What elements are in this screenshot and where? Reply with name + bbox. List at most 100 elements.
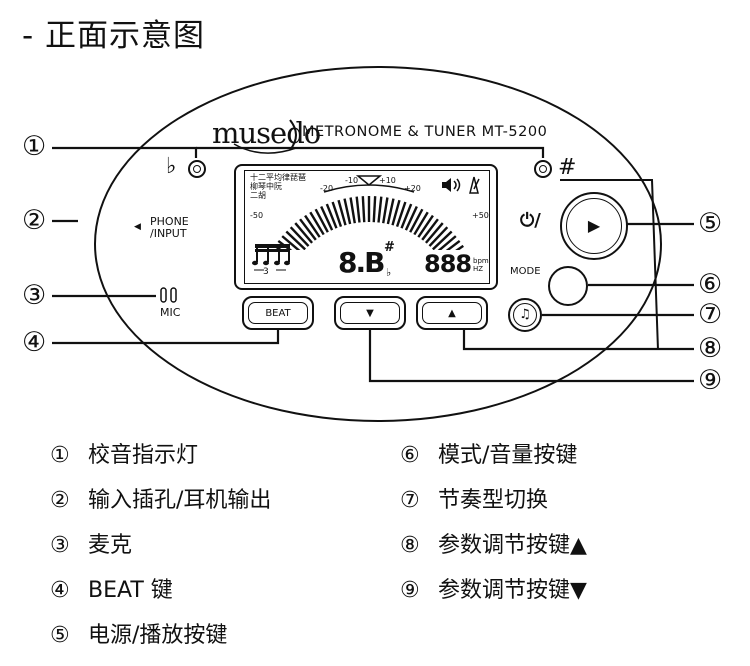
scale-tick [417,214,434,238]
scale-tick [382,197,389,224]
callout-4: ④ [22,327,47,358]
phone-input-arrow-icon: ◀ [134,222,141,232]
callout-2: ② [22,205,47,236]
tuning-scale [274,175,464,250]
scale-tick [355,196,361,223]
flat-symbol: ♭ [166,154,177,179]
callout-lines [52,146,694,383]
scale-tick [320,206,334,231]
mic-holes-icon [160,287,177,303]
note-icon: ♫ [513,303,537,327]
scale-tick [386,198,395,225]
scale-label-plus20: +20 [404,184,421,193]
scale-tick [299,218,317,241]
scale-tick [437,235,457,250]
scale-label-minus10: -10 [345,176,359,185]
beat-button-label: BEAT [248,302,308,324]
brand-swoosh [233,143,297,154]
mode-button[interactable] [548,266,588,306]
mode-label: MODE [510,266,541,277]
up-button[interactable]: ▲ [416,296,488,330]
lcd-rhythm-notes-icon [252,244,290,271]
scale-tick [325,203,338,229]
power-label: ⏻/ [520,210,541,231]
scale-tick [395,201,407,227]
callout-6: ⑥ [698,269,723,300]
model-name: METRONOME & TUNER MT-5200 [302,124,548,140]
scale-tick [425,222,444,244]
lcd-triplet-label: 3 [263,267,269,277]
up-triangle-icon: ▲ [422,302,482,324]
scale-label-minus20: -20 [320,184,334,193]
page-title: - 正面示意图 [22,18,206,54]
scale-tick [377,196,383,223]
sharp-symbol: # [558,155,577,180]
brand-logo: musedo [212,116,321,150]
lcd-instrument-text: 十二平均律琵琶 柳琴中阮 二胡 [250,173,306,201]
scale-tick [391,199,401,226]
play-button[interactable]: ▶ [560,192,628,260]
callout-9: ⑨ [698,365,723,396]
scale-tick [309,211,325,236]
lcd-frame [234,164,498,290]
callout-5: ⑤ [698,208,723,239]
scale-tick [372,196,377,223]
scale-tick [409,208,424,233]
down-triangle-icon: ▼ [340,302,400,324]
down-button[interactable]: ▼ [334,296,406,330]
device-right-tab [560,179,659,351]
scale-tick [445,239,461,250]
lcd-note-display: 8.B [338,246,385,279]
scale-tick [432,230,453,250]
scale-label-plus10: +10 [379,176,396,185]
callout-3: ③ [22,280,47,311]
scale-tick [455,244,464,250]
phone-input-label: PHONE /INPUT [150,215,189,241]
callout-8: ⑧ [698,333,723,364]
beat-button[interactable]: BEAT [242,296,314,330]
scale-tick [413,211,429,236]
lcd-sharp-sign: # [384,240,395,255]
scale-tick [337,199,347,226]
scale-label-plus50: +50 [472,211,489,220]
scale-tick [404,206,418,231]
lcd-bpm-display: 888 [424,250,472,278]
scale-tick [331,201,343,227]
scale-tick [314,208,329,233]
scale-tick [349,197,356,224]
scale-tick [361,196,366,223]
sharp-led-indicator [534,160,552,178]
scale-tick [285,230,306,250]
callout-7: ⑦ [698,299,723,330]
scale-tick [421,218,439,241]
play-icon: ▶ [566,198,622,254]
lcd-screen [244,170,490,284]
rhythm-button[interactable]: ♫ [508,298,542,332]
scale-tick [294,222,313,244]
flat-led-indicator [188,160,206,178]
lcd-speaker-metronome-icon [442,176,480,194]
scale-label-minus50: -50 [250,211,264,220]
scale-tick [400,203,413,229]
mic-label: MIC [160,306,181,319]
scale-tick [343,198,352,225]
scale-tick [304,214,321,238]
scale-tick [289,226,310,247]
callout-1: ① [22,131,47,162]
device-body [94,66,662,422]
scale-tick [428,226,449,247]
lcd-flat-sign: ♭ [386,266,392,279]
lcd-units: bpm HZ [473,257,489,273]
scale-tick [281,235,301,250]
